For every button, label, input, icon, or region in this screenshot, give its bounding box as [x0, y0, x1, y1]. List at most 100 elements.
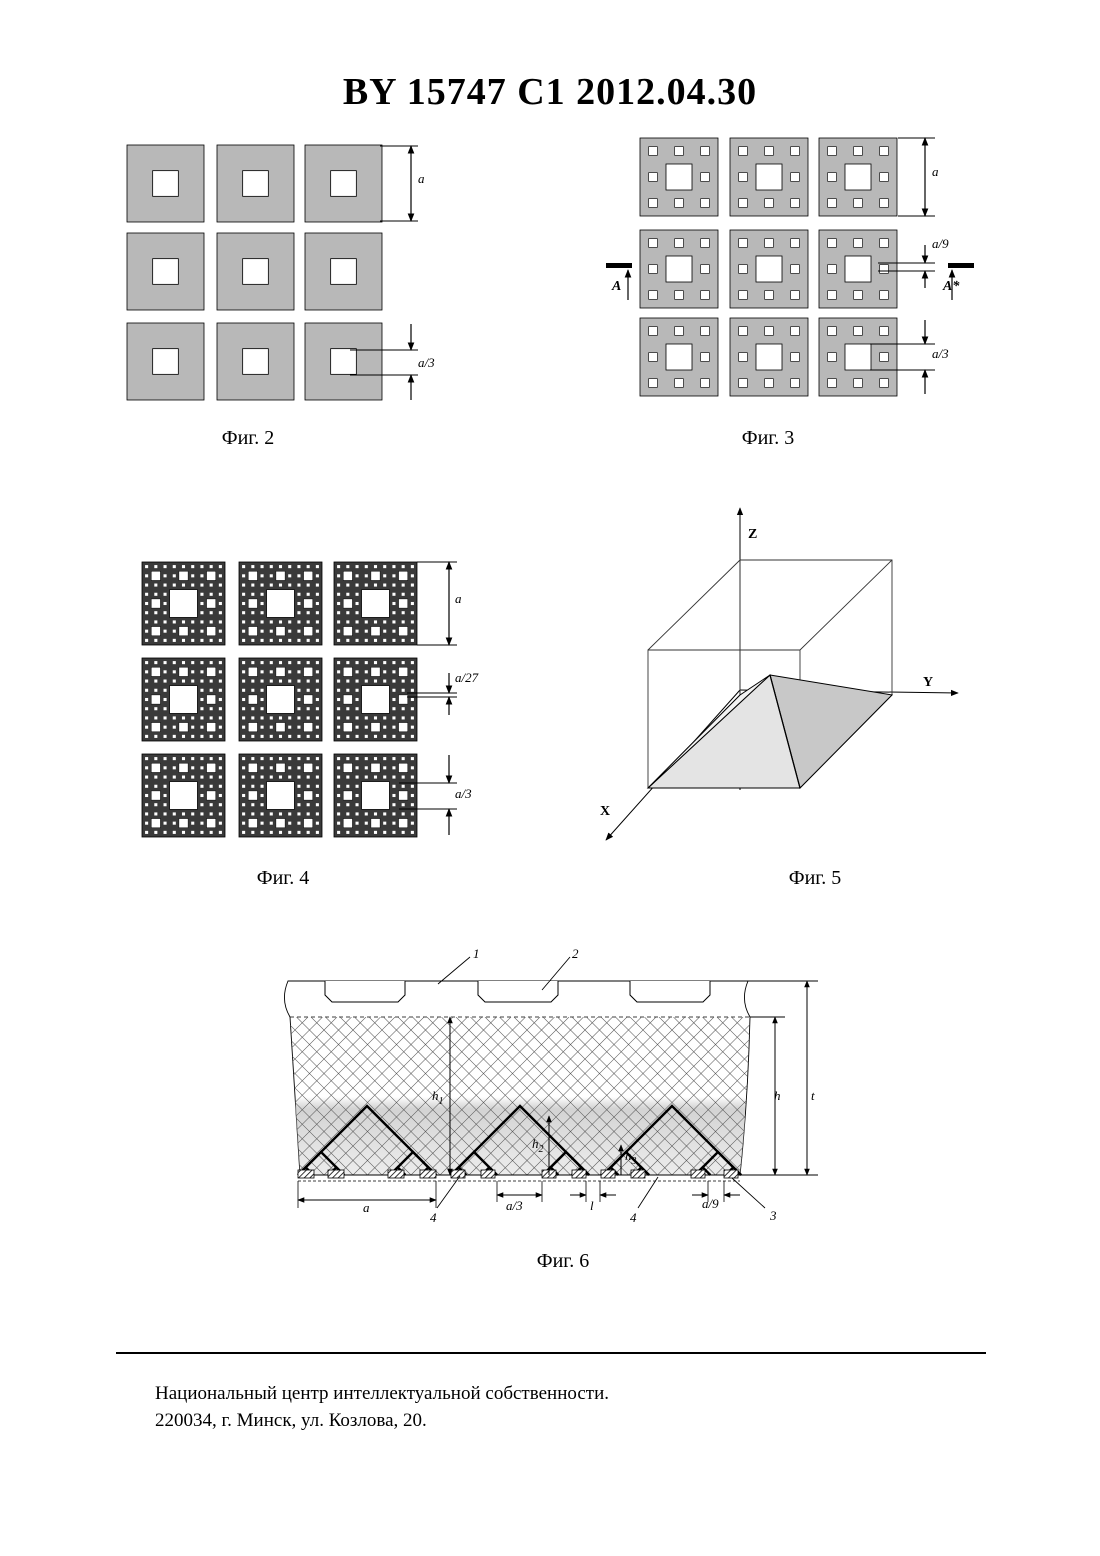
fig4-cell-microhole — [270, 574, 273, 577]
fig4-cell-microhole — [365, 620, 368, 623]
fig6-label-a9: a/9 — [702, 1196, 719, 1211]
fig4-cell-microhole — [200, 794, 203, 797]
fig4-cell-microhole — [402, 831, 405, 834]
fig4-cell-microhole — [173, 776, 176, 779]
fig4-cell-microhole — [392, 689, 395, 692]
fig3-cell-subhole — [765, 379, 774, 388]
fig4-cell-microhole — [316, 757, 319, 760]
bottom-pad — [388, 1170, 404, 1178]
fig4-cell-microhole — [145, 707, 148, 710]
fig4-cell-microhole — [270, 584, 273, 587]
fig4-cell-microhole — [182, 584, 185, 587]
fig4-cell-microhole — [251, 639, 254, 642]
fig4-cell-subhole — [276, 819, 285, 828]
fig4-cell-microhole — [411, 766, 414, 769]
fig4-cell-microhole — [392, 620, 395, 623]
fig4-cell-microhole — [173, 670, 176, 673]
fig3-cell-hole — [845, 256, 871, 282]
fig3-cell-hole — [756, 164, 782, 190]
fig4-cell-microhole — [316, 639, 319, 642]
fig4-cell-microhole — [316, 680, 319, 683]
fig4-cell-microhole — [154, 812, 157, 815]
fig3-cell-hole — [666, 256, 692, 282]
bottom-pad — [451, 1170, 465, 1178]
fig4-cell-microhole — [297, 602, 300, 605]
figure-4: a a/27 a/3 — [135, 555, 495, 845]
fig4-cell-microhole — [392, 812, 395, 815]
fig3-cell-subhole — [828, 173, 837, 182]
fig4-cell-microhole — [392, 735, 395, 738]
fig4-cell-microhole — [411, 707, 414, 710]
fig4-cell-microhole — [210, 716, 213, 719]
fig4-cell-microhole — [261, 822, 264, 825]
fig3-cell-subhole — [739, 265, 748, 274]
fig3-cell-subhole — [739, 147, 748, 156]
fig4-cell-microhole — [261, 831, 264, 834]
fig4-cell-subhole — [371, 571, 380, 580]
fig3-cell-hole — [666, 164, 692, 190]
fig4-cell-microhole — [356, 639, 359, 642]
fig4-cell-microhole — [316, 670, 319, 673]
fig4-cell-microhole — [261, 794, 264, 797]
footer-line-1: Национальный центр интеллектуальной собс… — [155, 1380, 609, 1407]
figure-3: a a/9 a/3 A A* — [600, 130, 990, 405]
fig4-cell-microhole — [164, 822, 167, 825]
fig4-cell-microhole — [154, 639, 157, 642]
fig4-cell-microhole — [200, 726, 203, 729]
fig4-cell-microhole — [374, 812, 377, 815]
fig4-cell-microhole — [307, 565, 310, 568]
fig4-cell-microhole — [164, 639, 167, 642]
fig4-cell-hole — [362, 686, 390, 714]
fig4-cell-microhole — [383, 630, 386, 633]
fig3-cell-subhole — [854, 147, 863, 156]
fig4-cell-microhole — [337, 707, 340, 710]
fig4-cell-microhole — [191, 776, 194, 779]
fig3-cell-subhole — [675, 327, 684, 336]
fig4-cell-microhole — [316, 620, 319, 623]
fig4-cell-microhole — [297, 630, 300, 633]
fig4-cell-microhole — [200, 565, 203, 568]
fig2-cell-hole — [331, 259, 357, 285]
fig4-cell-microhole — [242, 565, 245, 568]
fig3-cell-subhole — [828, 379, 837, 388]
fig4-cell-microhole — [270, 661, 273, 664]
fig4-cell-microhole — [411, 661, 414, 664]
fig3-cell-subhole — [880, 173, 889, 182]
fig3-cell-subhole — [791, 239, 800, 248]
fig4-cell-microhole — [261, 726, 264, 729]
bottom-pad — [631, 1170, 645, 1178]
fig4-cell-subhole — [151, 819, 160, 828]
fig4-cell-microhole — [210, 735, 213, 738]
fig4-cell-microhole — [392, 776, 395, 779]
fig4-cell-microhole — [182, 831, 185, 834]
fig3-cell-subhole — [880, 265, 889, 274]
fig4-cell-microhole — [297, 680, 300, 683]
fig4-cell-microhole — [297, 785, 300, 788]
fig4-cell-microhole — [383, 776, 386, 779]
fig4-cell-subhole — [343, 627, 352, 636]
fig5-caption: Фиг. 5 — [715, 867, 915, 890]
fig4-cell-microhole — [261, 735, 264, 738]
fig3-cell-subhole — [675, 239, 684, 248]
fig4-cell-microhole — [242, 785, 245, 788]
fig4-cell-microhole — [182, 680, 185, 683]
fig4-cell-microhole — [337, 670, 340, 673]
fig3-cell-subhole — [739, 327, 748, 336]
fig4-cell-microhole — [191, 630, 194, 633]
fig4-cell-microhole — [251, 776, 254, 779]
fig4-cell-subhole — [399, 667, 408, 676]
fig4-cell-microhole — [365, 831, 368, 834]
fig4-cell-microhole — [164, 776, 167, 779]
fig4-cell-microhole — [191, 812, 194, 815]
fig4-cell-microhole — [200, 680, 203, 683]
fig4-cell-microhole — [402, 803, 405, 806]
fig4-cell-microhole — [219, 602, 222, 605]
fig4-cell-microhole — [392, 565, 395, 568]
fig4-cell-microhole — [402, 611, 405, 614]
fig4-cell-microhole — [392, 611, 395, 614]
fig4-cell-microhole — [288, 584, 291, 587]
fig4-cell-microhole — [191, 670, 194, 673]
fig4-cell-microhole — [219, 593, 222, 596]
fig4-cell-microhole — [356, 584, 359, 587]
fig3-cell-subhole — [739, 239, 748, 248]
